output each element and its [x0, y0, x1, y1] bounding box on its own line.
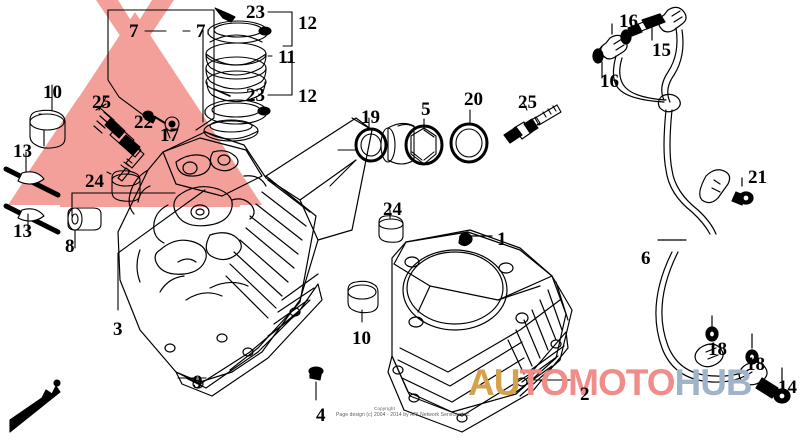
- watermark-text-part-2: TOMOTO: [519, 362, 675, 403]
- watermark-text-part-1: AU: [468, 362, 520, 403]
- callout-number-12: 12: [298, 86, 317, 107]
- callout-number-22: 22: [134, 112, 153, 133]
- callout-number-20: 20: [464, 89, 483, 110]
- copyright-line-2: Page design (c) 2004 - 2014 by ARI Netwo…: [336, 412, 471, 418]
- callout-number-25: 25: [518, 92, 537, 113]
- callout-number-19: 19: [361, 107, 380, 128]
- callout-number-16: 16: [600, 71, 619, 92]
- callout-number-17: 17: [160, 125, 179, 146]
- callout-number-18: 18: [708, 339, 727, 360]
- callout-number-24: 24: [85, 171, 104, 192]
- callout-number-18: 18: [746, 354, 765, 375]
- callout-number-23: 23: [246, 85, 265, 106]
- callout-number-13: 13: [13, 141, 32, 162]
- callout-number-6: 6: [641, 248, 651, 269]
- callout-number-13: 13: [13, 221, 32, 242]
- callout-number-15: 15: [652, 40, 671, 61]
- copyright-line-1: Copyright: [374, 406, 396, 411]
- callout-number-14: 14: [778, 377, 797, 398]
- callout-number-10: 10: [352, 328, 371, 349]
- callout-number-10: 10: [43, 82, 62, 103]
- callout-number-23: 23: [246, 2, 265, 23]
- callout-number-9: 9: [193, 372, 203, 393]
- callout-number-1: 1: [497, 229, 507, 250]
- callout-number-21: 21: [748, 167, 767, 188]
- callout-number-2: 2: [580, 384, 590, 405]
- callout-number-25: 25: [92, 92, 111, 113]
- callout-number-7: 7: [196, 21, 206, 42]
- callout-number-12: 12: [298, 13, 317, 34]
- watermark-text-part-3: HUB: [674, 362, 752, 403]
- callout-number-5: 5: [421, 99, 431, 120]
- callout-number-11: 11: [278, 47, 296, 68]
- callout-number-16: 16: [619, 11, 638, 32]
- callout-number-4: 4: [316, 405, 326, 426]
- watermark-wordmark: AUTOMOTOHUB: [468, 362, 753, 403]
- callout-number-8: 8: [65, 236, 75, 257]
- callout-number-24: 24: [383, 199, 402, 220]
- callout-number-3: 3: [113, 319, 123, 340]
- callout-number-7: 7: [129, 21, 139, 42]
